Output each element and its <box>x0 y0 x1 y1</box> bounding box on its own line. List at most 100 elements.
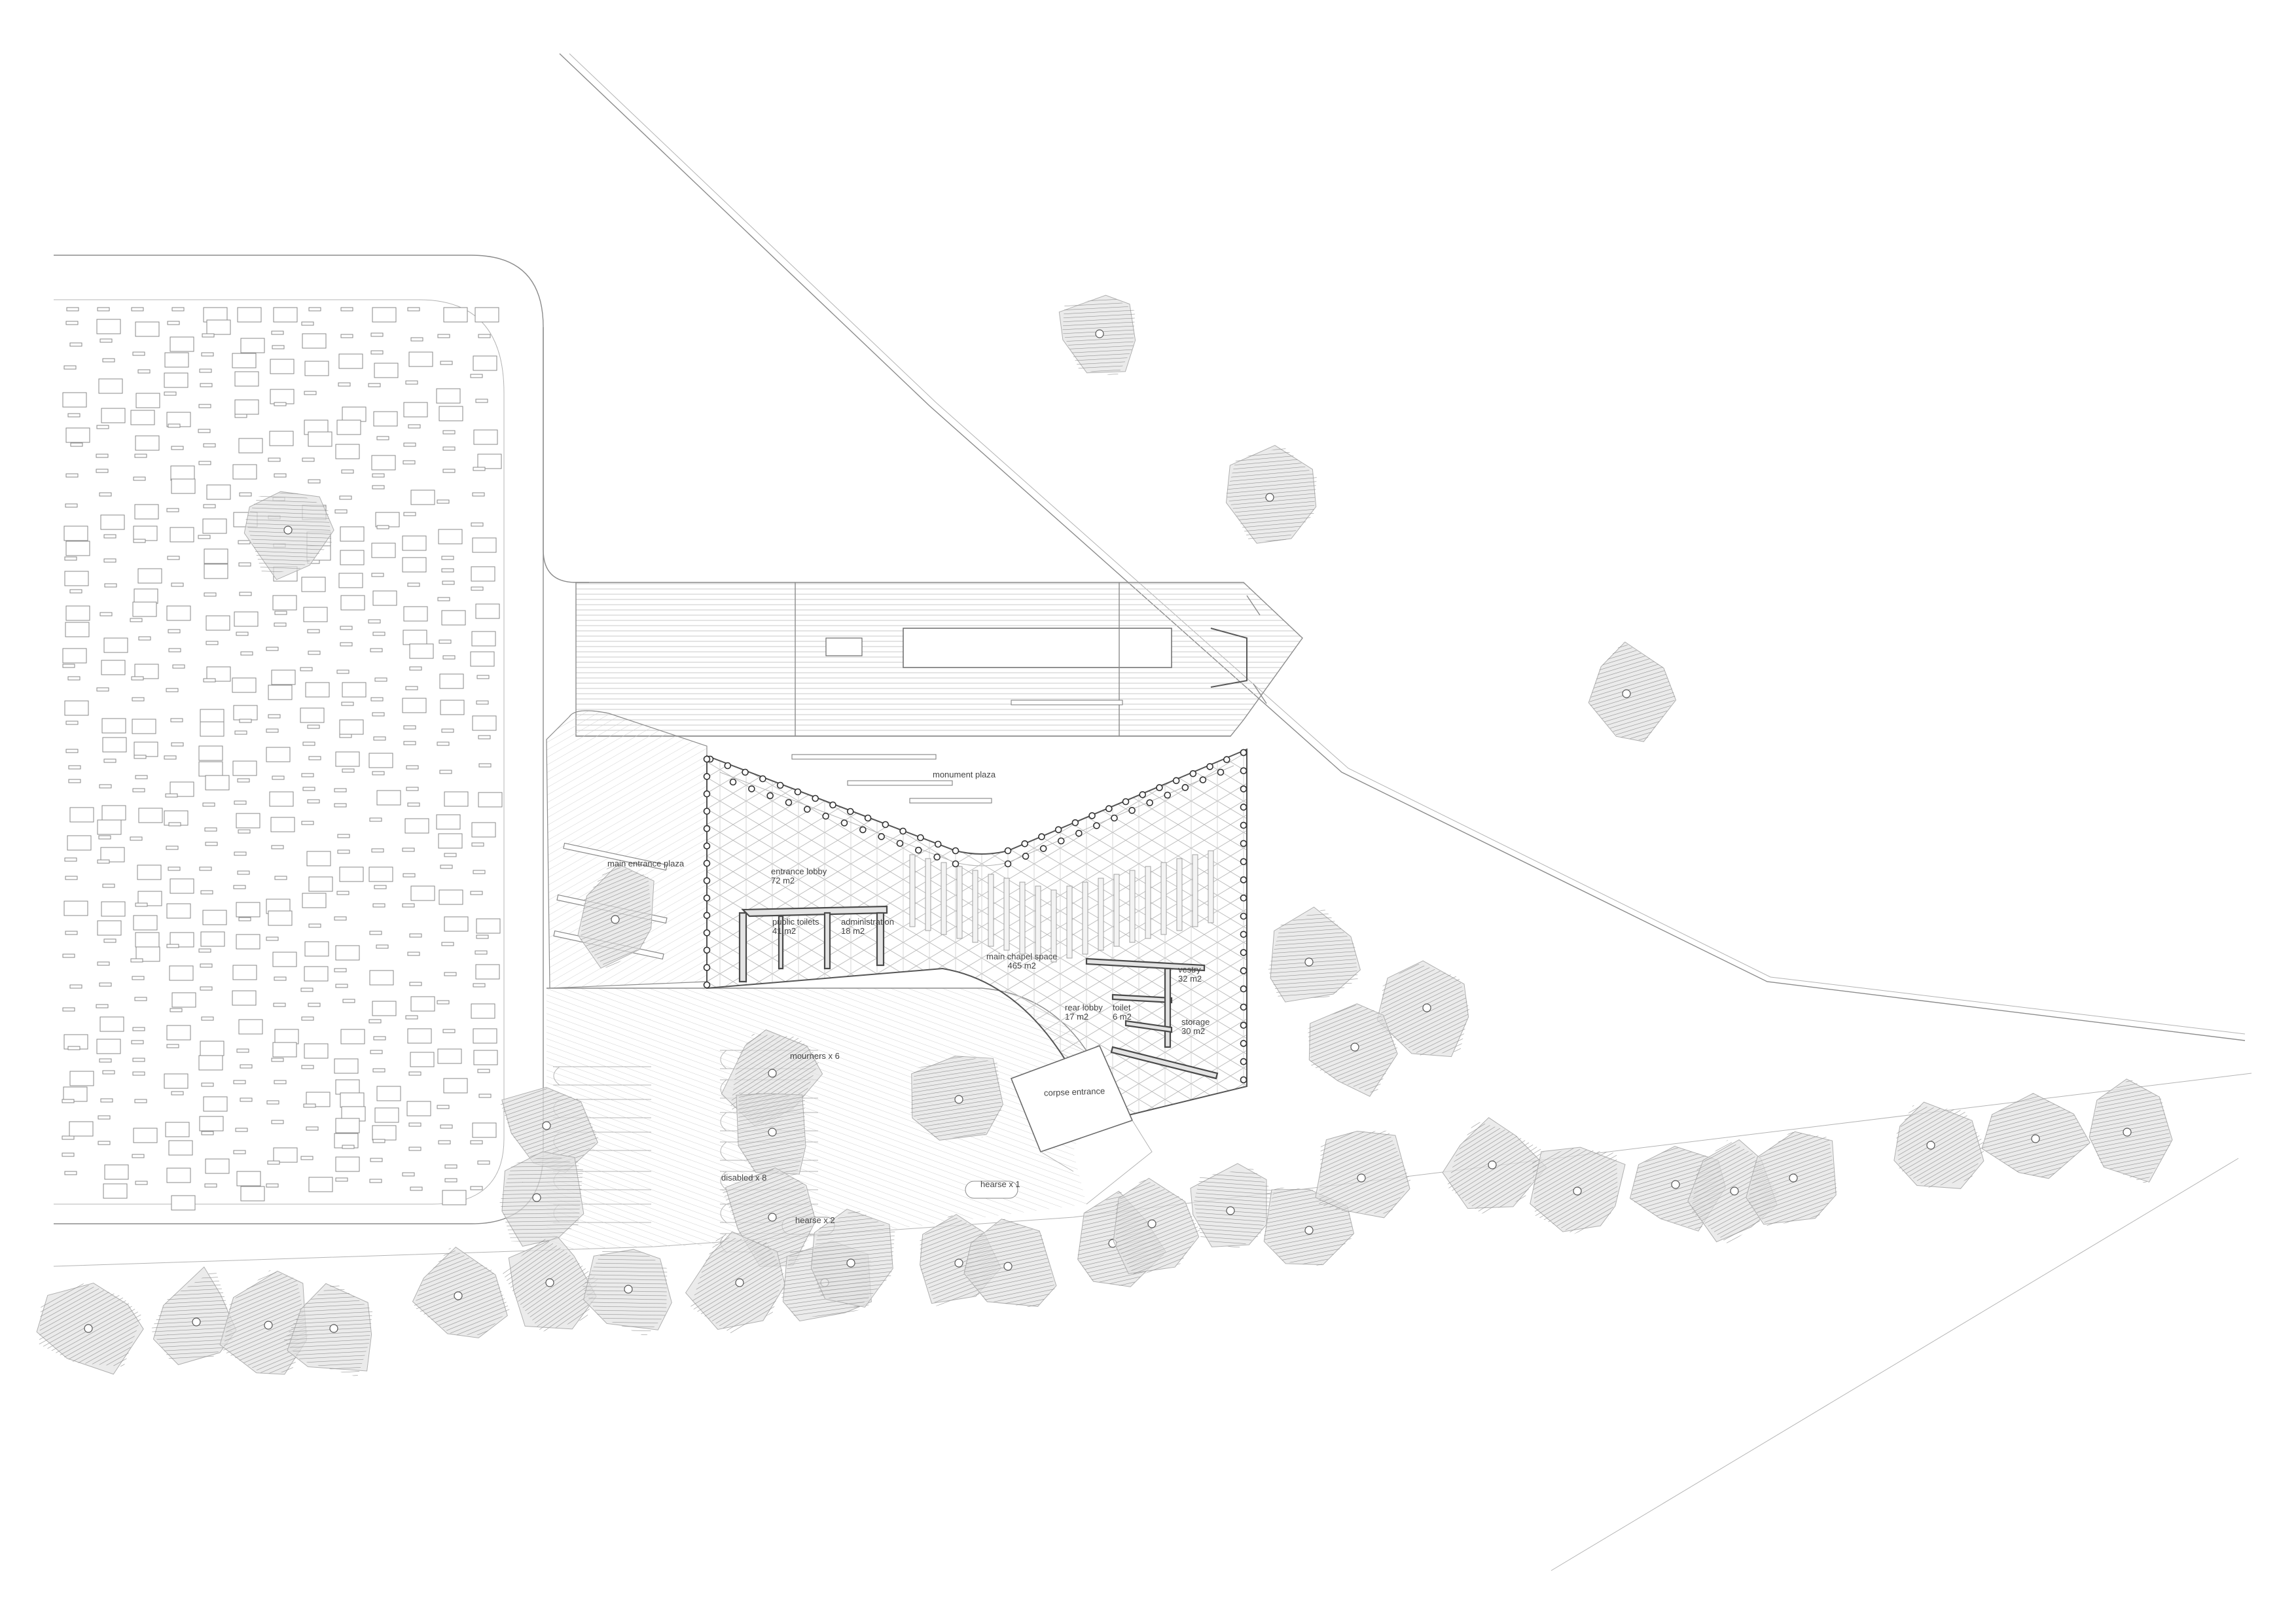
grave <box>368 866 393 882</box>
column-dot <box>1240 931 1247 938</box>
grave <box>470 1186 483 1190</box>
grave <box>206 641 219 645</box>
grave <box>62 392 87 408</box>
grave <box>473 429 498 445</box>
grave <box>65 605 90 621</box>
grave <box>335 1156 360 1172</box>
grave <box>342 1145 355 1149</box>
tree-trunk <box>1147 1219 1157 1228</box>
grave <box>268 685 293 700</box>
column-dot <box>776 781 784 789</box>
tree-symbol <box>219 1270 309 1375</box>
grave <box>67 835 92 851</box>
grave <box>339 495 352 500</box>
pew <box>1145 866 1151 939</box>
grave <box>372 1001 397 1016</box>
grave <box>134 741 158 757</box>
grave <box>168 1140 193 1156</box>
grave <box>203 678 216 683</box>
grave <box>131 676 144 681</box>
grave <box>240 1064 253 1069</box>
tree-symbol <box>1893 1101 1986 1189</box>
grave <box>374 1107 399 1123</box>
grave <box>168 822 181 827</box>
grave <box>473 355 497 371</box>
grave <box>478 1094 492 1098</box>
grave <box>198 745 223 761</box>
grave <box>439 673 464 689</box>
grave <box>69 807 94 823</box>
column-dot <box>1105 805 1113 813</box>
grave <box>137 891 162 906</box>
monument-plaza-label: monument plaza <box>933 770 996 779</box>
grave <box>130 410 155 425</box>
grave <box>371 573 384 577</box>
column-dot <box>703 825 711 832</box>
pew <box>988 874 994 947</box>
column-dot <box>1111 814 1118 822</box>
tree-trunk <box>1488 1160 1497 1169</box>
column-dot <box>1240 876 1247 883</box>
rear-lobby-label: rear lobby 17 m2 <box>1065 1003 1103 1022</box>
grave <box>407 952 420 956</box>
grave <box>266 1183 279 1188</box>
grave <box>164 352 189 368</box>
tree-trunk <box>192 1317 201 1327</box>
tree-symbol <box>500 1086 599 1173</box>
tree-symbol <box>810 1209 895 1309</box>
grave <box>238 829 251 834</box>
tree-trunk <box>1003 1262 1013 1271</box>
grave <box>206 615 230 631</box>
grave <box>407 582 420 587</box>
grave <box>99 982 112 987</box>
grave <box>338 573 363 588</box>
column-dot <box>794 788 802 796</box>
grave <box>65 473 79 478</box>
tree-symbol <box>1058 294 1136 376</box>
grave <box>101 408 126 423</box>
grave <box>402 557 427 573</box>
grave <box>202 802 215 807</box>
grave <box>238 917 251 921</box>
tree-symbol <box>1588 641 1677 742</box>
grave <box>268 910 293 926</box>
grave <box>97 961 110 966</box>
grave <box>410 1052 435 1067</box>
grave <box>406 1101 431 1116</box>
grave <box>335 1079 360 1095</box>
grave <box>65 541 90 556</box>
pew <box>1066 885 1073 959</box>
tree-trunk <box>624 1285 633 1294</box>
grave <box>104 1164 129 1180</box>
grave <box>339 719 364 735</box>
grave <box>473 467 486 471</box>
grave <box>335 1177 348 1182</box>
grave <box>232 677 257 693</box>
grave <box>132 1058 145 1062</box>
grave <box>306 851 331 866</box>
tree-hatch <box>499 1154 584 1243</box>
pew <box>1208 850 1214 923</box>
column-dot <box>1057 837 1065 845</box>
grave <box>442 1190 467 1205</box>
grave <box>200 931 225 947</box>
grave <box>69 984 82 989</box>
grave <box>166 508 179 512</box>
grave <box>271 845 284 849</box>
grave <box>300 988 314 992</box>
grave <box>131 307 144 312</box>
grave <box>64 1171 77 1175</box>
grave <box>271 1058 284 1062</box>
grave <box>198 948 211 953</box>
grave <box>410 885 435 901</box>
grave <box>134 997 147 1001</box>
column-dot <box>1240 785 1247 793</box>
grave <box>372 473 385 478</box>
cemetery-plot-area <box>54 255 544 1224</box>
tree-symbol <box>685 1231 785 1334</box>
grave <box>238 438 263 454</box>
grave <box>237 870 250 875</box>
grave <box>65 931 78 935</box>
tree-symbol <box>582 1247 672 1337</box>
tree-trunk <box>1573 1186 1582 1196</box>
